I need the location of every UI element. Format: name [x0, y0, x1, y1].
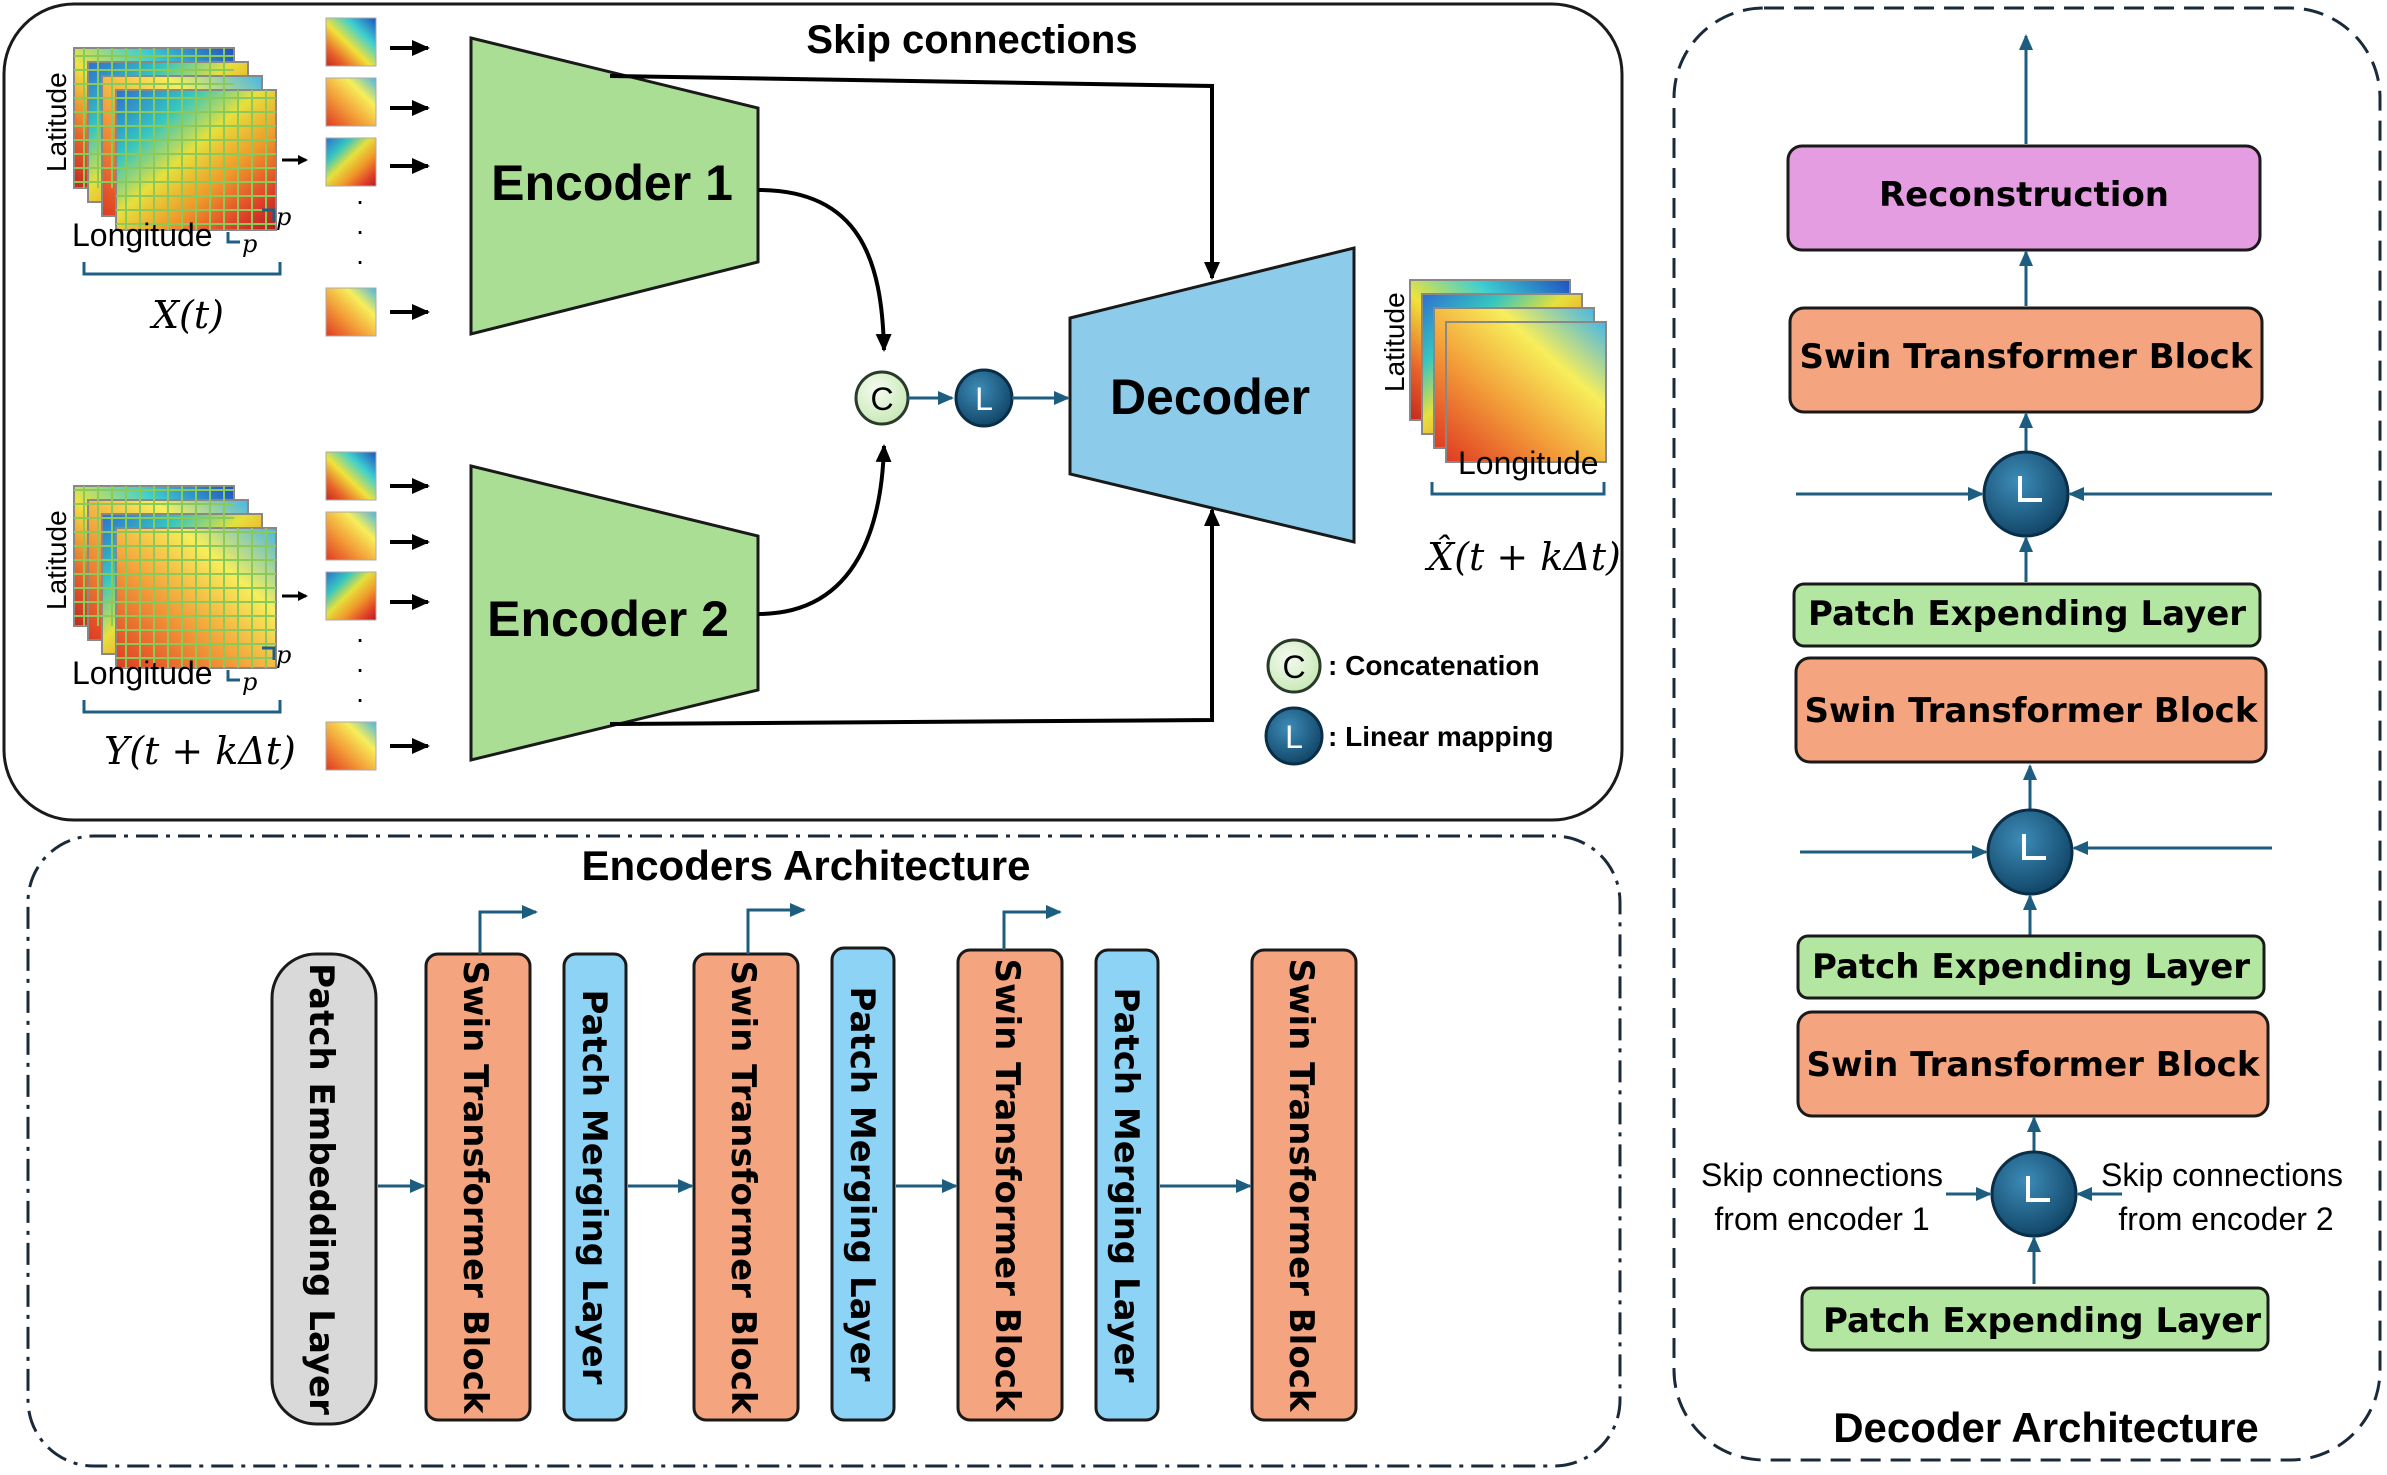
decoder-patch-expending-2-label: Patch Expending Layer — [1812, 947, 2250, 987]
input2-latitude-label: Latitude — [41, 510, 72, 610]
encoder-block-4-label: Patch Merging Layer — [842, 987, 882, 1382]
encoder-block-0-label: Patch Embedding Layer — [301, 963, 341, 1415]
encoder-block-7-label: Swin Transformer Block — [1281, 959, 1321, 1413]
encoder-block-2-label: Patch Merging Layer — [574, 990, 614, 1385]
legend-linear-label: : Linear mapping — [1328, 721, 1554, 752]
output-stack — [1409, 279, 1607, 463]
skip-enc2-line1: Skip connections — [2101, 1157, 2343, 1193]
input-stack-1 — [73, 47, 277, 231]
encoder-block-2: Patch Merging Layer — [562, 952, 628, 1422]
decoder-linear-node-1 — [1982, 450, 2070, 538]
input-stack-2 — [73, 485, 277, 669]
patch-ellipsis-2b: · — [355, 653, 364, 684]
input2-brace — [82, 700, 282, 714]
encoder-block-6-label: Patch Merging Layer — [1106, 988, 1146, 1383]
patch-ellipsis-1b: · — [355, 215, 364, 246]
decoder-label: Decoder — [1110, 369, 1310, 425]
decoder-linear-node-2 — [1986, 808, 2074, 896]
decoder-shape — [1068, 246, 1356, 544]
input2-p-label-a: p — [276, 641, 291, 669]
input2-longitude-label: Longitude — [72, 655, 213, 691]
decoder-arch-title: Decoder Architecture — [1833, 1404, 2259, 1451]
patch-ellipsis-1c: · — [355, 245, 364, 276]
reconstruction-label: Reconstruction — [1879, 175, 2169, 215]
encoders-title: Encoders Architecture — [582, 842, 1031, 889]
encoder-block-5: Swin Transformer Block — [956, 948, 1064, 1422]
encoder-block-1: Swin Transformer Block — [424, 952, 532, 1422]
encoder-2-label: Encoder 2 — [487, 591, 729, 647]
decoder-patch-expending-3-label: Patch Expending Layer — [1823, 1301, 2261, 1341]
decoder-swin-block-1-label: Swin Transformer Block — [1800, 337, 2254, 377]
legend-linear-icon — [1264, 706, 1324, 766]
skip-enc1-line1: Skip connections — [1701, 1157, 1943, 1193]
output-variable: X̂(t + kΔt) — [1424, 535, 1621, 579]
decoder-swin-block-3-label: Swin Transformer Block — [1807, 1045, 2261, 1085]
input1-brace — [82, 262, 282, 276]
input1-longitude-label: Longitude — [72, 217, 213, 253]
output-longitude-label: Longitude — [1458, 445, 1599, 481]
skip-enc2-line2: from encoder 2 — [2118, 1201, 2333, 1237]
input2-variable: Y(t + kΔt) — [104, 729, 296, 773]
input1-variable: X(t) — [149, 293, 224, 337]
decoder-swin-block-2-label: Swin Transformer Block — [1805, 691, 2259, 731]
patch-ellipsis-2c: · — [355, 683, 364, 714]
input1-p-label-b: p — [242, 230, 257, 258]
encoder-block-4: Patch Merging Layer — [830, 946, 896, 1422]
output-brace — [1430, 482, 1606, 496]
legend-concat-icon — [1266, 638, 1322, 694]
decoder-swin-block-2 — [1794, 656, 2268, 764]
encoder-block-5-label: Swin Transformer Block — [987, 959, 1027, 1413]
legend-concat-label: : Concatenation — [1328, 650, 1540, 681]
input2-p-label-b: p — [242, 668, 257, 696]
skip-connections-title: Skip connections — [806, 18, 1137, 62]
input1-p-label-a: p — [276, 203, 291, 231]
patch-tiles-1 — [325, 17, 377, 337]
overview-panel — [2, 2, 1624, 822]
linear-symbol: L — [975, 381, 993, 417]
encoder-block-0: Patch Embedding Layer — [270, 952, 378, 1426]
decoder-patch-expending-1-label: Patch Expending Layer — [1808, 594, 2246, 634]
decoder-patch-expending-2 — [1796, 934, 2266, 1000]
encoder-block-6: Patch Merging Layer — [1094, 948, 1160, 1422]
output-latitude-label: Latitude — [1379, 292, 1410, 392]
encoder-block-7: Swin Transformer Block — [1250, 948, 1358, 1422]
legend-concat-symbol: C — [1282, 649, 1305, 685]
encoder-1-shape — [469, 36, 760, 336]
decoder-patch-expending-3 — [1800, 1286, 2270, 1352]
concat-symbol: C — [870, 381, 893, 417]
encoder-block-3-label: Swin Transformer Block — [723, 961, 763, 1415]
decoder-panel — [1672, 6, 2382, 1462]
encoder-1-label: Encoder 1 — [491, 155, 733, 211]
skip-enc1-line2: from encoder 1 — [1714, 1201, 1929, 1237]
encoder-block-3: Swin Transformer Block — [692, 952, 800, 1422]
encoders-panel — [26, 834, 1622, 1468]
encoder-2-shape — [469, 464, 760, 762]
encoder-block-1-label: Swin Transformer Block — [455, 961, 495, 1415]
decoder-patch-expending-1 — [1792, 582, 2262, 648]
decoder-linear-node-3 — [1990, 1150, 2078, 1238]
patch-ellipsis-2a: · — [355, 623, 364, 654]
input1-latitude-label: Latitude — [41, 72, 72, 172]
legend-linear-symbol: L — [1285, 719, 1303, 755]
patch-ellipsis-1a: · — [355, 185, 364, 216]
patch-tiles-2 — [325, 451, 377, 771]
